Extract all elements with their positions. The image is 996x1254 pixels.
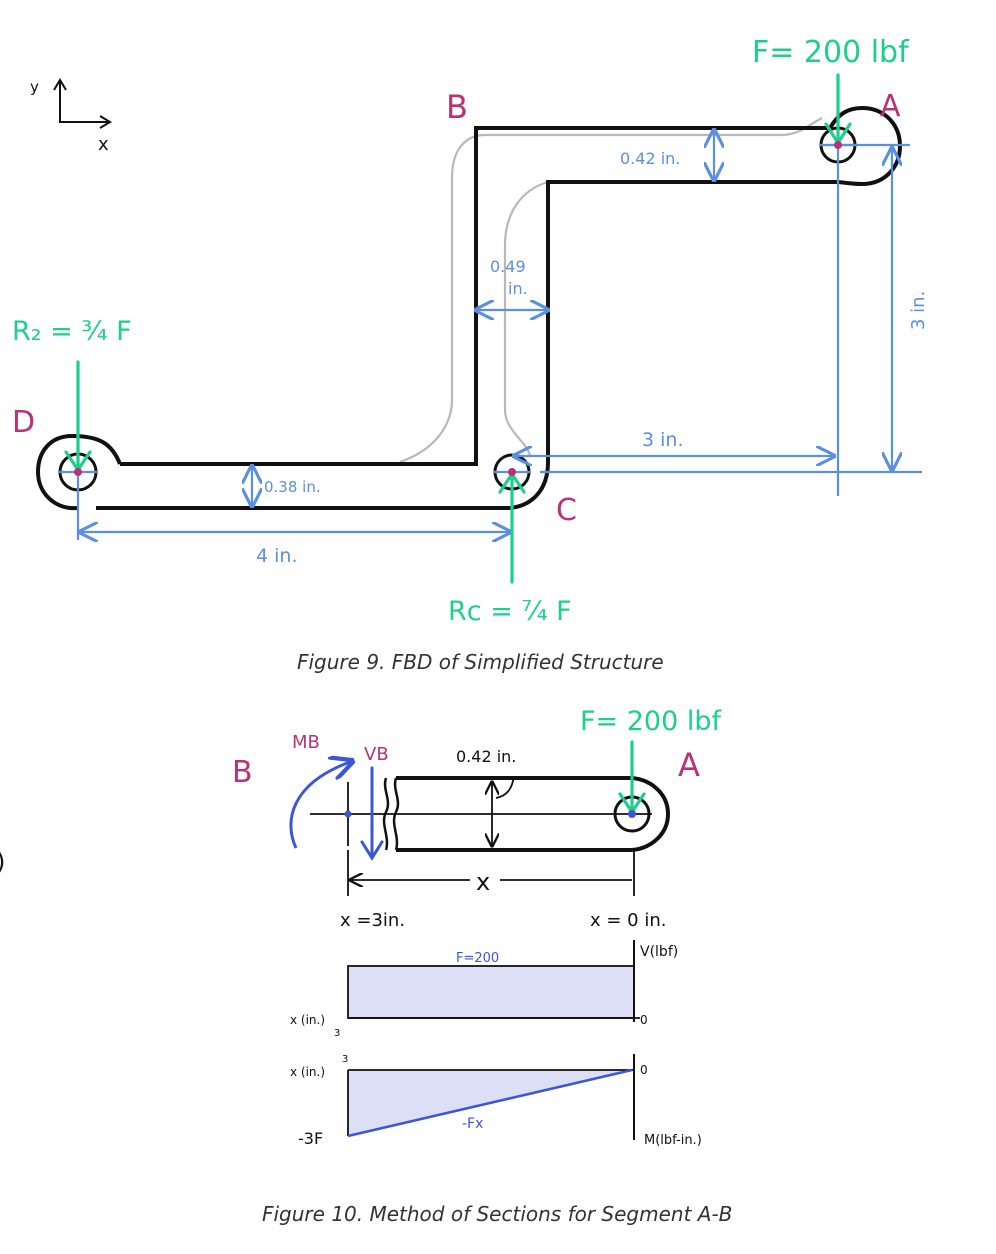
moment-MB-label: MB (292, 732, 320, 753)
moment-min-label: -3F (298, 1129, 323, 1148)
point-C-label: C (556, 493, 577, 528)
shear-VB-label: VB (364, 744, 389, 765)
axis-x-label: x (98, 134, 109, 155)
figure-10: B A MB VB F= 200 lbf 0.42 in. x x =3in. … (232, 706, 732, 1226)
section-cut-point (344, 810, 352, 818)
shear-x-tick: 3 (334, 1028, 340, 1039)
point-D-label: D (12, 405, 35, 440)
dim-4in-label: 4 in. (256, 545, 298, 567)
segment-outline (382, 776, 671, 852)
x-right-label: x = 0 in. (590, 910, 666, 931)
section-point-B-label: B (232, 755, 253, 790)
section-centerline (310, 775, 652, 896)
point-A-label: A (880, 89, 901, 124)
shear-axis-label: V(lbf) (640, 944, 678, 960)
axis-icon (53, 78, 112, 129)
shear-fill (347, 965, 635, 1019)
figure-9-caption: Figure 9. FBD of Simplified Structure (297, 650, 664, 674)
dim-3in-vertical-label: 3 in. (908, 291, 929, 330)
ghost-outline-inner (503, 180, 549, 456)
moment-x-tick: 3 (342, 1054, 348, 1065)
shear-arrow-icon (360, 766, 384, 861)
point-C-marker (508, 468, 516, 476)
dimension-lines (58, 130, 922, 540)
ghost-outline (399, 117, 823, 464)
figure-10-caption: Figure 10. Method of Sections for Segmen… (262, 1202, 732, 1226)
moment-expr-label: -Fx (462, 1116, 483, 1132)
structure-outline (35, 105, 903, 511)
section-force-F-label: F= 200 lbf (580, 706, 722, 737)
dim-3in-horizontal-label: 3 in. (642, 429, 684, 451)
edge-glyph: ) (0, 848, 5, 876)
reaction-C-label: Rc = ⁷⁄₄ F (448, 596, 572, 627)
moment-diagram: x (in.) 3 0 -3F -Fx M(lbf-in.) (290, 1054, 702, 1148)
dim-049-label: 0.49 (490, 257, 526, 276)
point-D-marker (74, 468, 82, 476)
shear-diagram: V(lbf) F=200 x (in.) 3 0 (290, 940, 678, 1039)
section-dim-042-label: 0.42 in. (456, 747, 516, 766)
section-point-A-label: A (678, 746, 700, 784)
point-B-label: B (446, 88, 468, 126)
shear-x-axis-label: x (in.) (290, 1013, 325, 1027)
x-left-label: x =3in. (340, 910, 405, 931)
dim-049-unit: in. (508, 279, 528, 298)
moment-line (347, 1068, 633, 1138)
moment-x-axis-label: x (in.) (290, 1065, 325, 1079)
force-F-label: F= 200 lbf (752, 35, 910, 70)
axis-y-label: y (30, 78, 39, 96)
moment-zero-label: 0 (640, 1063, 648, 1077)
reaction-D-label: R₂ = ¾ F (12, 316, 132, 347)
shear-value-label: F=200 (456, 951, 499, 966)
shear-zero-label: 0 (640, 1013, 648, 1027)
point-A-section-marker (628, 810, 636, 818)
moment-arrow-icon (289, 762, 350, 849)
figure-9: y x (12, 35, 929, 674)
dim-038-label: 0.38 in. (264, 478, 321, 496)
dim-042-label: 0.42 in. (620, 149, 680, 168)
point-A-marker (834, 141, 842, 149)
section-dim-x-label: x (476, 868, 490, 896)
moment-axis-label: M(lbf-in.) (644, 1133, 702, 1148)
